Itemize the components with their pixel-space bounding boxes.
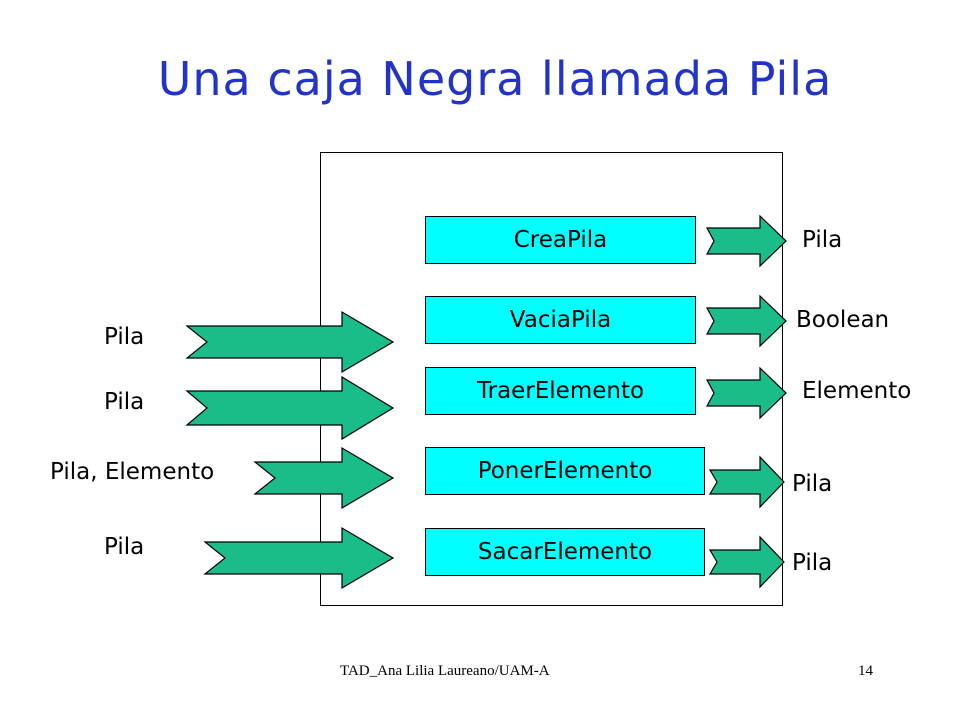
- op-box-traerelemento: TraerElemento: [425, 367, 696, 415]
- input-label-vaciapila: Pila: [104, 324, 145, 350]
- output-arrow-vaciapila: [705, 294, 787, 348]
- output-label-sacarelemento: Pila: [792, 550, 833, 576]
- input-label-traerelemento: Pila: [104, 389, 145, 415]
- output-label-traerelemento: Elemento: [802, 378, 912, 404]
- output-label-vaciapila: Boolean: [796, 307, 890, 333]
- input-arrow-traerelemento: [185, 375, 395, 441]
- output-arrow-creapila: [705, 214, 787, 268]
- input-arrow-sacarelemento: [203, 526, 395, 590]
- black-box: [320, 152, 783, 606]
- page-number: 14: [858, 663, 873, 679]
- slide-title: Una caja Negra llamada Pila: [157, 52, 833, 106]
- output-label-creapila: Pila: [802, 227, 843, 253]
- input-label-sacarelemento: Pila: [104, 534, 145, 560]
- footer-author: TAD_Ana Lilia Laureano/UAM-A: [340, 663, 550, 679]
- output-arrow-ponerelemento: [708, 455, 785, 509]
- op-box-creapila: CreaPila: [425, 216, 696, 264]
- output-arrow-sacarelemento: [708, 535, 785, 589]
- op-box-sacarelemento: SacarElemento: [425, 528, 705, 576]
- output-label-ponerelemento: Pila: [792, 471, 833, 497]
- input-label-ponerelemento: Pila, Elemento: [50, 459, 215, 485]
- op-box-ponerelemento: PonerElemento: [425, 447, 705, 495]
- input-arrow-ponerelemento: [253, 446, 395, 510]
- output-arrow-traerelemento: [705, 366, 787, 420]
- input-arrow-vaciapila: [185, 310, 395, 374]
- op-box-vaciapila: VaciaPila: [425, 296, 696, 344]
